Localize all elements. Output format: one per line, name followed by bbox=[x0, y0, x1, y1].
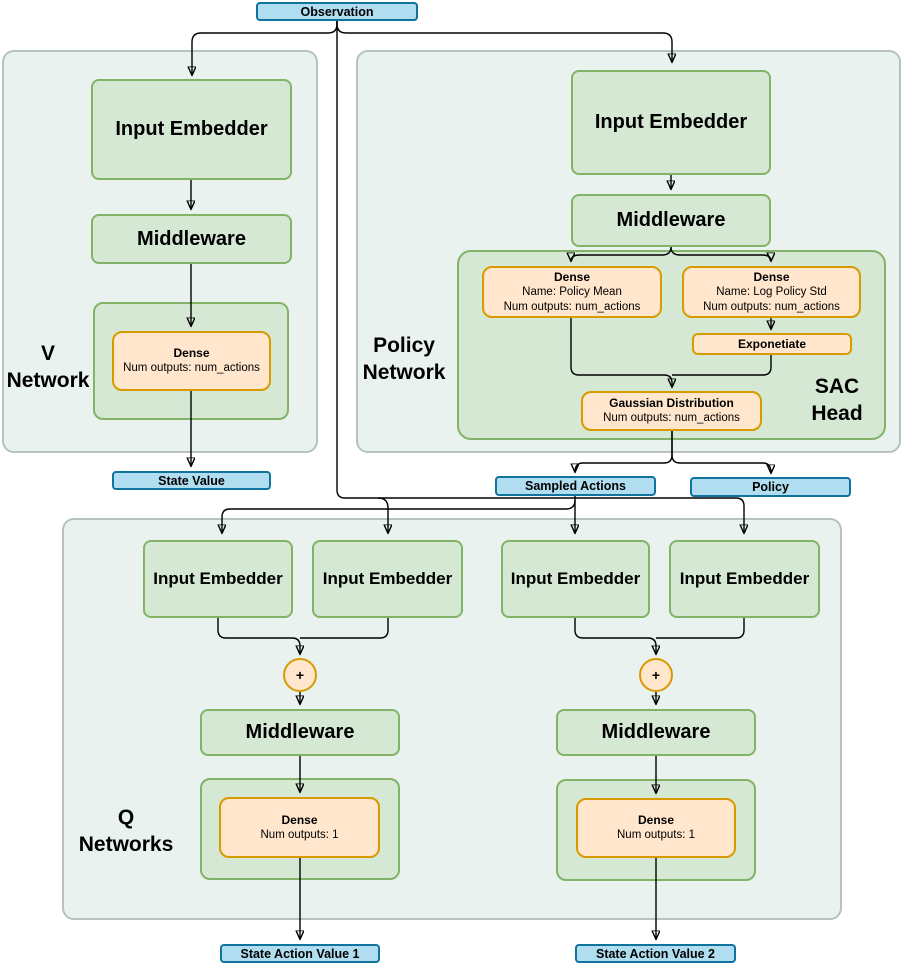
dense-log-policy-std-name: Name: Log Policy Std bbox=[716, 286, 827, 299]
exponetiate-node: Exponetiate bbox=[692, 333, 852, 355]
observation-node-label: Observation bbox=[300, 4, 374, 19]
dense-policy-mean-name: Name: Policy Mean bbox=[522, 286, 622, 299]
sampled-actions-node-label: Sampled Actions bbox=[525, 479, 626, 493]
q1-sum-node: + bbox=[283, 658, 317, 692]
policy-output-node: Policy bbox=[690, 477, 851, 497]
policy-network-label: Policy Network bbox=[356, 333, 452, 387]
state-value-node: State Value bbox=[112, 471, 271, 490]
dense-policy-mean-node: Dense Name: Policy Mean Num outputs: num… bbox=[482, 266, 662, 318]
dense-log-policy-std-node: Dense Name: Log Policy Std Num outputs: … bbox=[682, 266, 861, 318]
gaussian-distribution-title: Gaussian Distribution bbox=[609, 396, 734, 411]
gaussian-distribution-node: Gaussian Distribution Num outputs: num_a… bbox=[581, 391, 762, 431]
v-middleware-label: Middleware bbox=[137, 227, 246, 250]
v-input-embedder-node: Input Embedder bbox=[91, 79, 292, 180]
v-dense-subtitle: Num outputs: num_actions bbox=[123, 362, 260, 375]
sac-head-label-line1: SAC bbox=[814, 375, 860, 398]
v-dense-title: Dense bbox=[173, 346, 210, 361]
observation-node: Observation bbox=[256, 2, 418, 21]
q2-input-embedder-a-node: Input Embedder bbox=[501, 540, 650, 618]
q2-sum-label: + bbox=[651, 667, 661, 683]
v-network-label-line1: V bbox=[40, 342, 55, 365]
dense-log-policy-std-outputs: Num outputs: num_actions bbox=[703, 300, 840, 313]
state-action-value-1-node: State Action Value 1 bbox=[220, 944, 380, 963]
v-input-embedder-label: Input Embedder bbox=[115, 118, 268, 140]
q1-middleware-node: Middleware bbox=[200, 709, 400, 756]
q1-dense-node: Dense Num outputs: 1 bbox=[219, 797, 380, 858]
q2-dense-subtitle: Num outputs: 1 bbox=[617, 829, 695, 842]
v-network-label: V Network bbox=[2, 341, 94, 395]
policy-network-label-line1: Policy bbox=[373, 334, 435, 357]
state-action-value-1-label: State Action Value 1 bbox=[240, 946, 360, 961]
q2-input-embedder-a-label: Input Embedder bbox=[510, 569, 641, 588]
q2-sum-node: + bbox=[639, 658, 673, 692]
dense-log-policy-std-title: Dense bbox=[753, 270, 790, 285]
q2-dense-title: Dense bbox=[637, 813, 675, 828]
sac-head-label-line2: Head bbox=[811, 401, 863, 425]
policy-output-node-label: Policy bbox=[752, 480, 789, 494]
q1-middleware-label: Middleware bbox=[245, 721, 355, 743]
policy-network-label-line2: Network bbox=[362, 360, 446, 384]
q-networks-label: Q Networks bbox=[69, 805, 183, 859]
dense-policy-mean-outputs: Num outputs: num_actions bbox=[503, 300, 641, 313]
q2-middleware-label: Middleware bbox=[601, 721, 711, 743]
q2-middleware-node: Middleware bbox=[556, 709, 756, 756]
v-middleware-node: Middleware bbox=[91, 214, 292, 264]
gaussian-distribution-outputs: Num outputs: num_actions bbox=[603, 412, 740, 425]
state-value-node-label: State Value bbox=[158, 473, 225, 488]
q1-input-embedder-a-label: Input Embedder bbox=[153, 569, 283, 588]
q-networks-label-line2: Networks bbox=[78, 832, 174, 856]
policy-input-embedder-label: Input Embedder bbox=[594, 111, 748, 133]
q1-dense-title: Dense bbox=[281, 812, 318, 827]
sac-head-label: SAC Head bbox=[794, 374, 880, 428]
q1-input-embedder-b-label: Input Embedder bbox=[322, 569, 453, 588]
q-networks-label-line1: Q bbox=[117, 806, 135, 829]
q1-input-embedder-a-node: Input Embedder bbox=[143, 540, 293, 618]
q2-input-embedder-b-label: Input Embedder bbox=[679, 569, 810, 588]
v-network-label-line2: Network bbox=[6, 368, 90, 392]
q1-dense-subtitle: Num outputs: 1 bbox=[260, 828, 339, 841]
policy-middleware-node: Middleware bbox=[571, 194, 771, 247]
dense-policy-mean-title: Dense bbox=[553, 270, 591, 285]
policy-middleware-label: Middleware bbox=[616, 209, 726, 231]
exponetiate-label: Exponetiate bbox=[737, 336, 806, 351]
state-action-value-2-label: State Action Value 2 bbox=[595, 946, 716, 961]
q1-sum-label: + bbox=[295, 667, 305, 683]
q2-input-embedder-b-node: Input Embedder bbox=[669, 540, 820, 618]
state-action-value-2-node: State Action Value 2 bbox=[575, 944, 736, 963]
sampled-actions-node: Sampled Actions bbox=[495, 476, 656, 496]
q2-dense-node: Dense Num outputs: 1 bbox=[576, 798, 736, 858]
v-dense-node: Dense Num outputs: num_actions bbox=[112, 331, 271, 391]
policy-input-embedder-node: Input Embedder bbox=[571, 70, 771, 175]
q1-input-embedder-b-node: Input Embedder bbox=[312, 540, 463, 618]
